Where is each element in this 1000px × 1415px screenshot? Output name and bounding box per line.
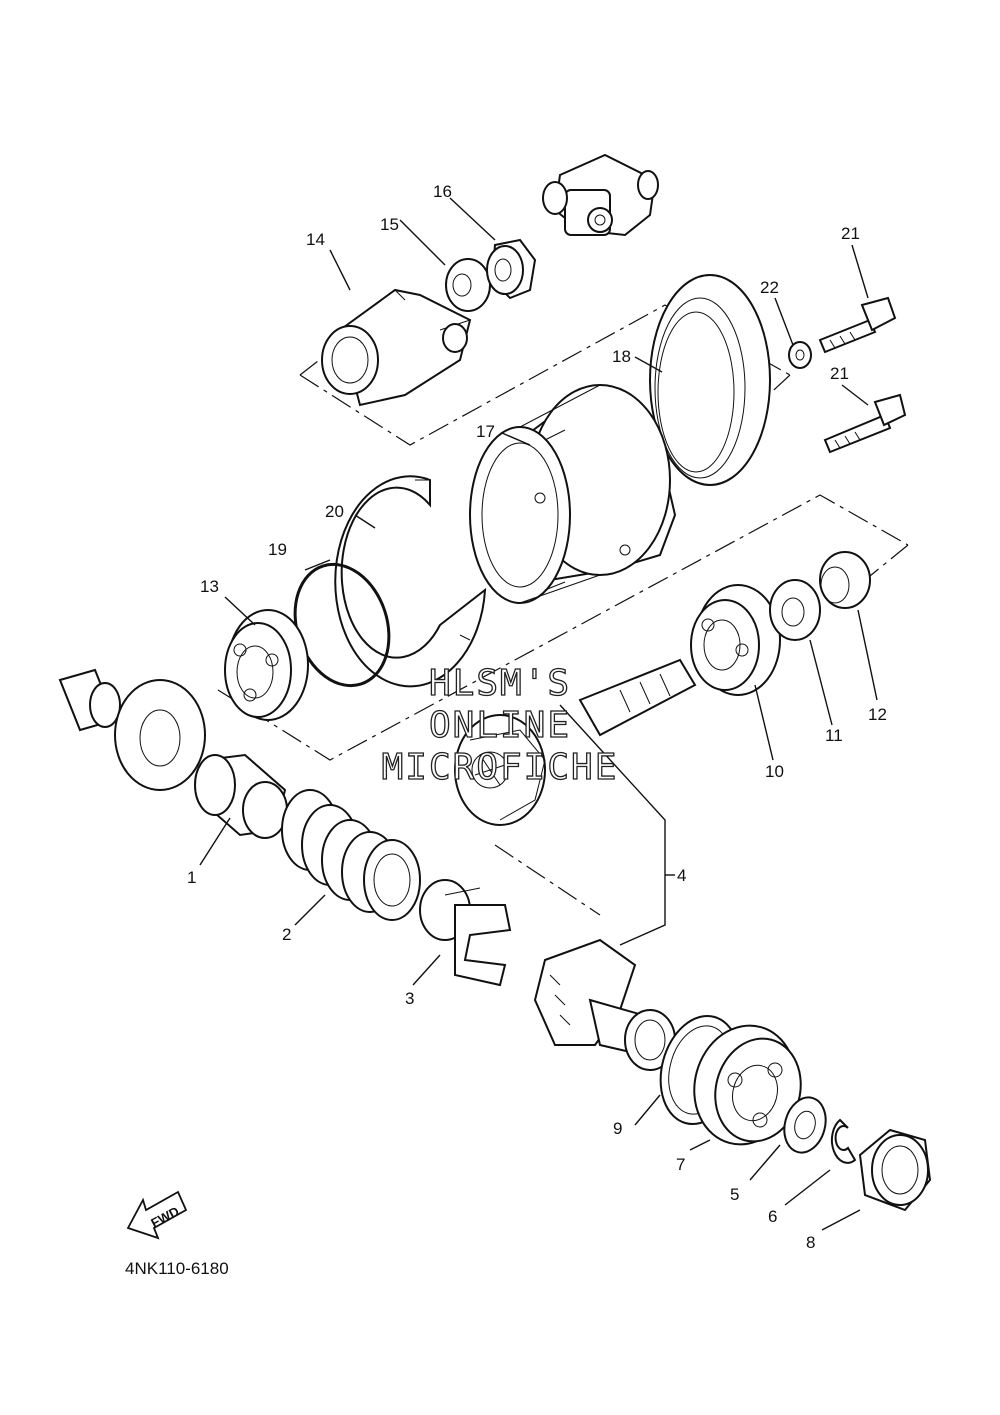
part-6-lock-washer: [830, 1118, 857, 1164]
label-part-4: 4: [677, 866, 686, 885]
label-part-22: 22: [760, 278, 779, 297]
watermark-line-1: HLSM'S: [429, 663, 571, 704]
part-10-bearing: [690, 584, 781, 696]
watermark-line-3: MICROFICHE: [382, 747, 619, 788]
part-11-washer: [769, 579, 821, 641]
label-part-12: 12: [868, 705, 887, 724]
part-5-washer: [783, 1096, 827, 1154]
part-1-sleeve: [194, 753, 288, 839]
label-part-10: 10: [765, 762, 784, 781]
fwd-arrow-icon: FWD: [126, 1190, 188, 1240]
part-22-washer: [788, 341, 812, 369]
leader-lines: [199, 197, 878, 1231]
oil-seal: [114, 679, 206, 791]
label-part-3: 3: [405, 989, 414, 1008]
label-part-5: 5: [730, 1185, 739, 1204]
assembly-boundary-lower: [217, 494, 909, 916]
label-part-16: 16: [433, 182, 452, 201]
label-part-19: 19: [268, 540, 287, 559]
label-part-14: 14: [306, 230, 325, 249]
diagram-code: 4NK110-6180: [125, 1259, 229, 1278]
label-part-13: 13: [200, 577, 219, 596]
universal-joint: [542, 153, 659, 237]
part-4-pinion-shaft: [454, 658, 697, 826]
label-part-1: 1: [187, 868, 196, 887]
part-20-shim-plate: [334, 475, 487, 688]
part-21-bolt-upper: [818, 296, 897, 354]
label-part-9: 9: [613, 1119, 622, 1138]
label-part-21-upper: 21: [841, 224, 860, 243]
watermark: HLSM'S ONLINE MICROFICHE: [381, 662, 619, 788]
label-part-15: 15: [380, 215, 399, 234]
label-part-7: 7: [676, 1155, 685, 1174]
part-12-seal: [819, 551, 871, 609]
watermark-line-2: ONLINE: [429, 705, 571, 746]
label-part-11: 11: [825, 726, 843, 745]
part-14-yoke: [321, 288, 472, 407]
label-part-6: 6: [768, 1207, 777, 1226]
part-number-labels: 1 2 3 4 5 6 7 8 9 10 11 12 13 14 15 16 1…: [187, 182, 887, 1252]
part-2-spring: [281, 789, 421, 921]
shaft-stub: [58, 668, 121, 732]
label-part-2: 2: [282, 925, 291, 944]
part-7-bearing: [693, 1024, 802, 1146]
label-part-20: 20: [325, 502, 344, 521]
part-8-nut: [858, 1128, 932, 1212]
label-part-21-lower: 21: [830, 364, 849, 383]
part-21-bolt-lower: [823, 393, 907, 454]
part-17-bearing-housing: [469, 384, 677, 604]
label-part-18: 18: [612, 347, 631, 366]
part-15-washer: [445, 258, 491, 312]
part-18-housing-ring: [649, 274, 771, 486]
label-part-8: 8: [806, 1233, 815, 1252]
ring-gear: [533, 938, 682, 1071]
label-part-17: 17: [476, 422, 495, 441]
part-16-nut: [486, 238, 537, 300]
part-13-bearing: [224, 609, 309, 721]
part-3-cam: [419, 879, 512, 987]
